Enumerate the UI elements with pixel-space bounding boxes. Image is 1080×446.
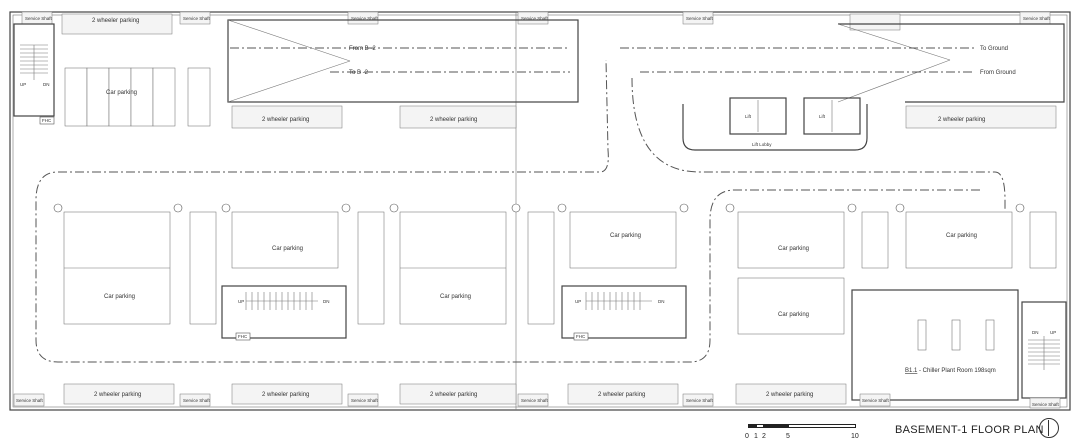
scale-tick: 5 [786, 433, 790, 440]
north-arrow-icon [1039, 418, 1059, 438]
stair-down-label: DN [658, 299, 665, 304]
service-shafts-bottom [13, 393, 1061, 409]
two-wheeler-label: 2 wheeler parking [766, 392, 813, 398]
service-shaft-label: Service Shaft [686, 16, 714, 21]
service-shafts-top [21, 11, 1051, 25]
fhc-label: FHC [576, 334, 586, 339]
two-wheeler-label: 2 wheeler parking [92, 18, 139, 24]
stair-core-right [561, 285, 687, 341]
scale-tick: 2 [762, 433, 766, 440]
ramp-top [227, 19, 1065, 103]
lift-lobby-label: Lift Lobby [752, 142, 772, 147]
scale-tick: 1 [754, 433, 758, 440]
to-b2-label: To B -2 [349, 70, 369, 76]
service-shaft-label: Service Shaft [686, 398, 714, 403]
two-wheeler-label: 2 wheeler parking [262, 117, 309, 123]
stair-down-label: DN [323, 299, 330, 304]
car-parking-label: Car parking [610, 233, 641, 239]
plan-title: BASEMENT-1 FLOOR PLAN [895, 424, 1044, 436]
service-shaft-label: Service Shaft [521, 398, 549, 403]
fhc-label: FHC [42, 118, 52, 123]
service-shaft-label: Service Shaft [183, 398, 211, 403]
service-shaft-label: Service Shaft [351, 16, 379, 21]
columns [53, 203, 1025, 213]
car-parking-label: Car parking [272, 246, 303, 252]
stair-up-label: UP [238, 299, 244, 304]
two-wheeler-label: 2 wheeler parking [262, 392, 309, 398]
lift-label: Lift [745, 114, 752, 119]
stair-up-label: UP [1050, 330, 1056, 335]
service-shaft-label: Service Shaft [183, 16, 211, 21]
service-shaft-label: Service Shaft [16, 398, 44, 403]
car-parking-label: Car parking [778, 312, 809, 318]
lift-label: Lift [819, 114, 826, 119]
stair-top-left [13, 23, 55, 117]
stair-bottom-right [1021, 301, 1067, 399]
car-parking-label: Car parking [106, 90, 137, 96]
driveway-loop [35, 59, 1006, 363]
from-ground-label: From Ground [980, 70, 1016, 76]
car-parking-middle [63, 211, 1057, 335]
stair-down-label: DN [43, 82, 50, 87]
service-shaft-label: Service Shaft [862, 398, 890, 403]
two-wheeler-label: 2 wheeler parking [430, 392, 477, 398]
service-shaft-label: Service Shaft [1032, 402, 1060, 407]
car-parking-label: Car parking [440, 294, 471, 300]
two-wheeler-label: 2 wheeler parking [94, 392, 141, 398]
car-parking-top-left [64, 67, 211, 127]
stair-core-left [221, 285, 347, 341]
service-shaft-label: Service Shaft [351, 398, 379, 403]
two-wheeler-bottom [63, 383, 847, 405]
to-ground-label: To Ground [980, 46, 1008, 52]
chiller-plant-room [851, 289, 1019, 401]
lift-lobby [682, 97, 868, 151]
scale-bar: 0 1 2 5 10 [745, 424, 860, 442]
car-parking-label: Car parking [946, 233, 977, 239]
service-shaft-label: Service Shaft [25, 16, 53, 21]
service-shaft-label: Service Shaft [1023, 16, 1051, 21]
from-b2-label: From B -2 [349, 46, 376, 52]
fhc-label: FHC [238, 334, 248, 339]
stair-up-label: UP [20, 82, 26, 87]
car-parking-label: Car parking [104, 294, 135, 300]
two-wheeler-label: 2 wheeler parking [938, 117, 985, 123]
scale-tick: 10 [851, 433, 859, 440]
two-wheeler-label: 2 wheeler parking [430, 117, 477, 123]
two-wheeler-label: 2 wheeler parking [598, 392, 645, 398]
chiller-room-label: B1.1 - Chiller Plant Room 198sqm [905, 368, 996, 374]
scale-tick: 0 [745, 433, 749, 440]
service-shaft-label: Service Shaft [521, 16, 549, 21]
stair-down-label: DN [1032, 330, 1039, 335]
car-parking-label: Car parking [778, 246, 809, 252]
stair-up-label: UP [575, 299, 581, 304]
